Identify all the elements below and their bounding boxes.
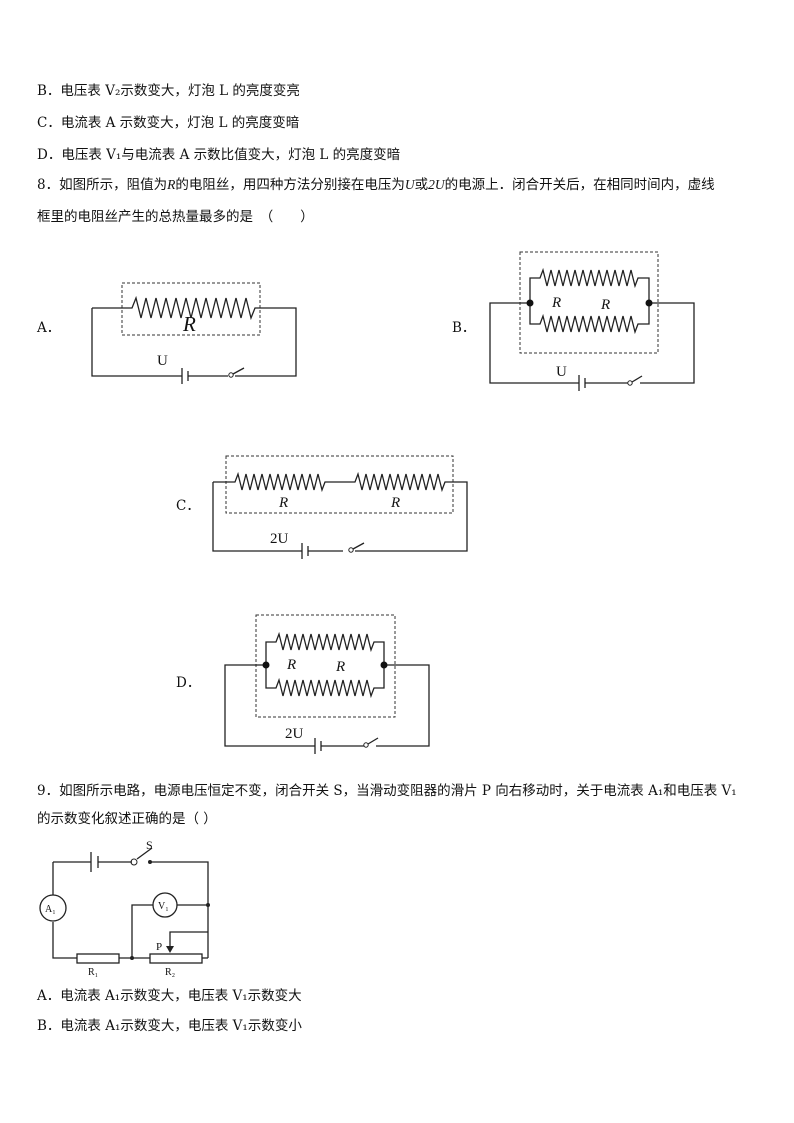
fig-c-voltage-label: 2U xyxy=(270,531,289,547)
q9-voltmeter-label: V₁ xyxy=(158,901,169,912)
q9-stem-line2: 的示数变化叙述正确的是（ ） xyxy=(37,811,217,827)
q9-ammeter-label: A₁ xyxy=(45,904,56,915)
q7-option-c: C．电流表 A 示数变大，灯泡 L 的亮度变暗 xyxy=(37,115,300,131)
q9-switch-label: S xyxy=(146,838,153,852)
fig-d-r2-label: R xyxy=(335,659,345,675)
q7-option-b: B．电压表 V₂示数变大，灯泡 L 的亮度变亮 xyxy=(37,83,300,99)
r2-rheostat xyxy=(149,953,203,964)
q9-r1-label: R₁ xyxy=(88,967,98,978)
fig-b-r1-label: R xyxy=(551,295,561,311)
q8-option-d-label: D． xyxy=(176,675,201,691)
q9-r2-label: R₂ xyxy=(165,967,175,978)
voltmeter-icon xyxy=(152,892,178,918)
q8-stem-line1: 8．如图所示，阻值为R的电阻丝，用四种方法分别接在电压为U或2U的电源上．闭合开… xyxy=(37,177,715,193)
fig-b-voltage-label: U xyxy=(556,364,567,380)
dashed-box xyxy=(225,455,454,514)
q8-option-c-label: C． xyxy=(176,498,200,514)
fig-a-r-label: R xyxy=(182,312,196,336)
q9-stem-line1: 9．如图所示电路，电源电压恒定不变，闭合开关 S，当滑动变阻器的滑片 P 向右移… xyxy=(37,783,737,799)
fig-b-r2-label: R xyxy=(600,297,610,313)
fig-a-voltage-label: U xyxy=(157,353,168,369)
dashed-box xyxy=(255,614,396,718)
q8-option-a-label: A． xyxy=(37,320,61,336)
r1-resistor xyxy=(76,953,120,964)
q7-option-d: D．电压表 V₁与电流表 A 示数比值变大，灯泡 L 的亮度变暗 xyxy=(37,147,401,163)
q8-stem-line2: 框里的电阻丝产生的总热量最多的是 （ ） xyxy=(37,209,314,225)
q9-slider-label: P xyxy=(156,941,162,953)
fig-c-r1-label: R xyxy=(278,495,288,511)
ammeter-icon xyxy=(39,894,67,922)
fig-d-r1-label: R xyxy=(286,657,296,673)
q8-option-b-label: B． xyxy=(452,320,476,336)
q9-option-a: A．电流表 A₁示数变大，电压表 V₁示数变大 xyxy=(37,988,302,1004)
fig-c-r2-label: R xyxy=(390,495,400,511)
q9-option-b: B．电流表 A₁示数变大，电压表 V₁示数变小 xyxy=(37,1018,302,1034)
resistor-wire xyxy=(91,295,297,377)
fig-d-voltage-label: 2U xyxy=(285,726,304,742)
